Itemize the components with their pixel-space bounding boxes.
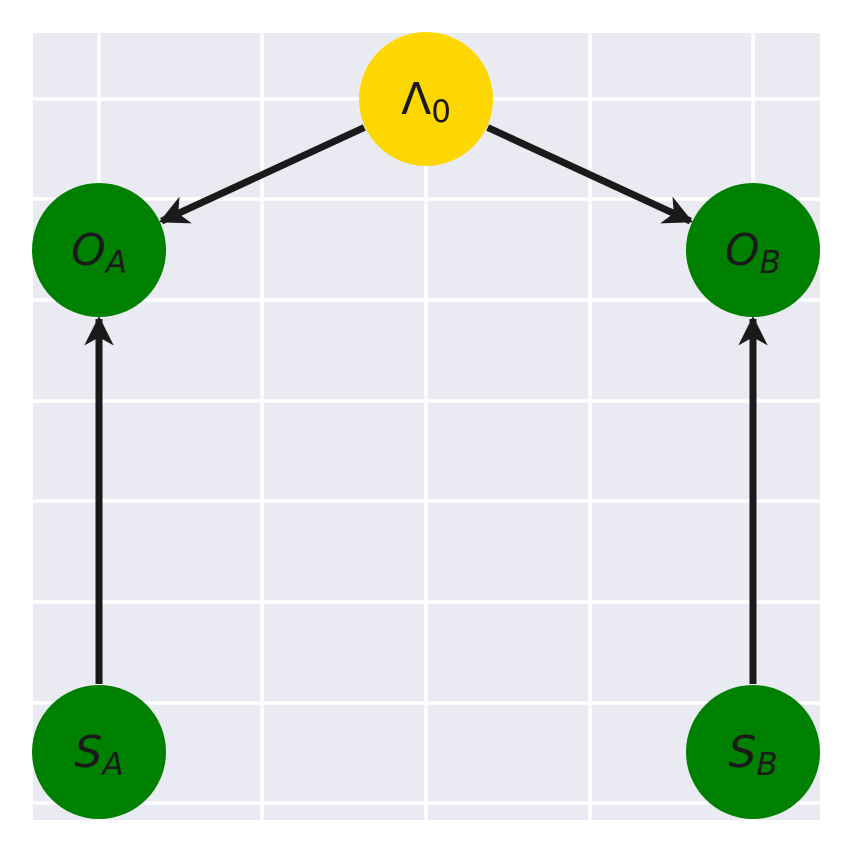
node-sa-label: SA	[74, 727, 123, 783]
node-sb-circle	[686, 685, 820, 819]
node-oa-subscript: A	[104, 245, 127, 281]
node-lambda0-symbol: Λ	[401, 74, 431, 125]
node-oa-circle	[32, 183, 166, 317]
node-ob-symbol: O	[725, 225, 760, 276]
node-ob-subscript: B	[760, 245, 781, 281]
node-lambda0-label: Λ0	[401, 74, 451, 130]
node-oa-label: OA	[71, 225, 127, 281]
node-oa-symbol: O	[71, 225, 106, 276]
edges	[84, 124, 768, 684]
node-sa-subscript: A	[100, 747, 123, 783]
node-sb: SB	[686, 685, 820, 819]
node-sb-subscript: B	[756, 747, 777, 783]
node-ob-circle	[686, 183, 820, 317]
node-ob: OB	[686, 183, 820, 317]
node-sb-symbol: S	[728, 727, 756, 778]
node-sa-symbol: S	[74, 727, 102, 778]
node-lambda0: Λ0	[359, 32, 493, 166]
edge-lambda0-to-ob	[486, 124, 694, 225]
node-sb-label: SB	[728, 727, 777, 783]
node-sa-circle	[32, 685, 166, 819]
edge-lambda0-to-oa	[158, 124, 366, 225]
node-ob-label: OB	[725, 225, 781, 281]
node-lambda0-circle	[359, 32, 493, 166]
node-lambda0-subscript: 0	[431, 94, 451, 130]
node-sa: SA	[32, 685, 166, 819]
node-oa: OA	[32, 183, 166, 317]
